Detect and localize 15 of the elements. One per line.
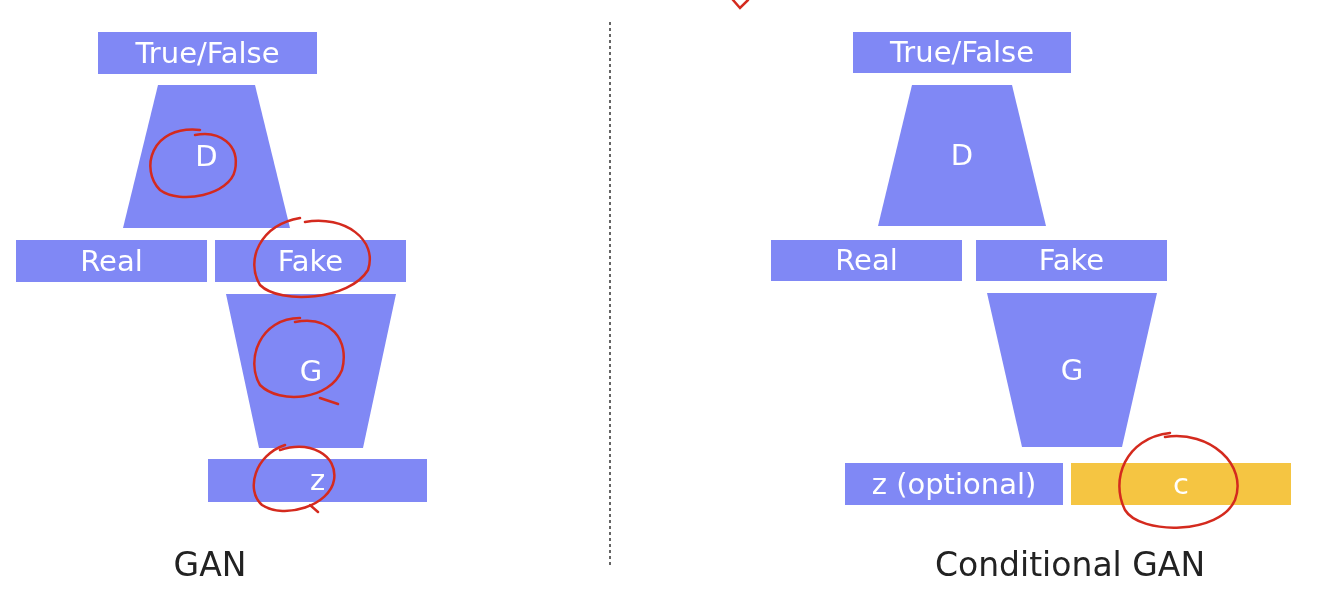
layer-bar: Real — [16, 240, 207, 282]
layer-bar: z (optional) — [845, 463, 1063, 505]
layer-bar: Fake — [215, 240, 406, 282]
block-label: G — [299, 356, 323, 386]
layer-bar: True/False — [853, 32, 1071, 73]
layer-bar: z — [208, 459, 427, 502]
layer-bar: Real — [771, 240, 962, 281]
diagram-caption: GAN — [172, 545, 248, 585]
block-label: G — [1060, 355, 1084, 385]
layer-bar: True/False — [98, 32, 317, 74]
diagram-caption: Conditional GAN — [933, 545, 1207, 585]
block-label: D — [195, 142, 218, 171]
layer-bar: Fake — [976, 240, 1167, 281]
layer-bar: c — [1071, 463, 1291, 505]
block-label: D — [950, 141, 974, 170]
